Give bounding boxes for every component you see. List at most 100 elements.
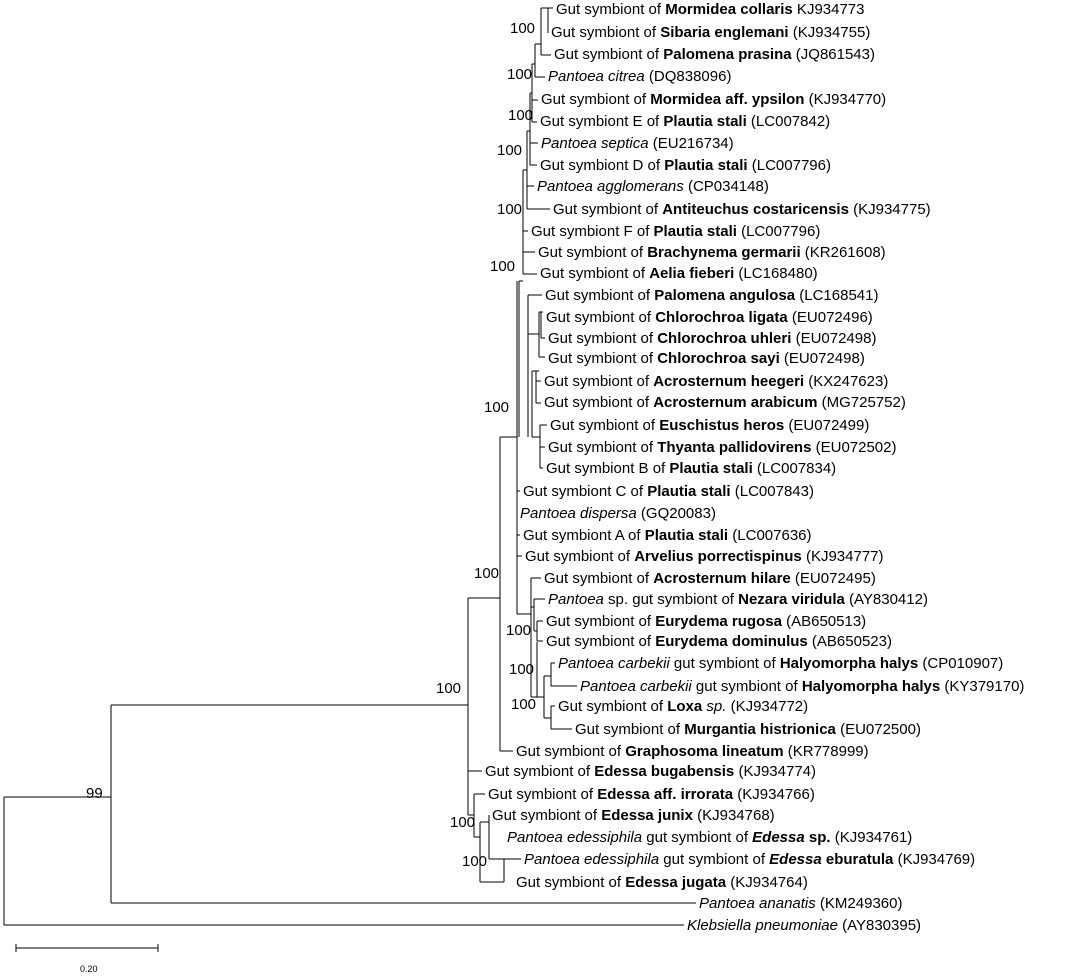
taxon-label-part: (LC168480) [734,265,817,282]
taxon-label-part: (EU072499) [784,417,869,434]
taxon-label-part: Antiteuchus costaricensis [662,201,849,218]
taxon-label-part: Gut symbiont C of [523,483,647,500]
scale-bar: 0.20 [15,944,159,974]
taxon-label-part: (KX247623) [804,373,888,390]
taxon-label-part: Gut symbiont of [541,91,650,108]
taxon-label-part: (KJ934766) [733,786,815,803]
scale-bar-label: 0.20 [80,964,98,974]
taxon-label-part: Gut symbiont of [544,570,653,587]
taxon-label-part: Palomena prasina [663,46,792,63]
taxon-label-part: (LC007796) [748,157,831,174]
taxon-label: Gut symbiont of Arvelius porrectispinus … [525,548,884,565]
taxon-label-part: Pantoea septica [541,135,649,152]
taxon-label-part: Aelia fieberi [649,265,734,282]
taxon-label: Gut symbiont of Murgantia histrionica (E… [575,721,921,738]
taxon-label-part: Eurydema rugosa [655,613,782,630]
taxon-label-part: (KJ934769) [893,851,975,868]
taxon-label-part: Pantoea carbekii [558,655,670,672]
bootstrap-values: 1001001001001001001001001001001001001001… [86,20,536,870]
taxon-label: Pantoea ananatis (KM249360) [699,895,902,912]
taxon-label: Gut symbiont of Edessa aff. irrorata (KJ… [488,786,815,803]
taxon-label-part: (LC007636) [728,527,811,544]
taxon-label-part: Pantoea edessiphila [507,829,642,846]
taxon-label-part: sp. [805,829,831,846]
taxon-label-part: Pantoea carbekii [580,678,692,695]
taxon-label-part: Arvelius porrectispinus [634,548,802,565]
taxon-label-part: Gut symbiont D of [540,157,664,174]
taxon-label: Gut symbiont of Thyanta pallidovirens (E… [548,439,897,456]
bootstrap-value: 100 [508,107,533,124]
taxon-label-part: (EU072500) [836,721,921,738]
taxon-label-part: Pantoea edessiphila [524,851,659,868]
taxon-label-part: eburatula [822,851,894,868]
bootstrap-value: 100 [497,201,522,218]
taxon-label-part: Plautia stali [645,527,728,544]
taxon-label-part: Gut symbiont of [540,265,649,282]
taxon-label-part: Nezara viridula [738,591,845,608]
taxon-label-part: Chlorochroa ligata [655,309,788,326]
taxon-label: Gut symbiont of Acrosternum heegeri (KX2… [544,373,888,390]
taxon-label: Gut symbiont of Mormidea aff. ypsilon (K… [541,91,886,108]
taxon-label-part: Pantoea citrea [548,68,645,85]
taxon-label-part: (AB650523) [808,633,892,650]
bootstrap-value: 100 [490,258,515,275]
taxon-label: Gut symbiont E of Plautia stali (LC00784… [540,113,830,130]
taxon-label-part: Gut symbiont of [525,548,634,565]
taxon-label-part: (AB650513) [782,613,866,630]
taxon-label-part: Pantoea ananatis [699,895,816,912]
taxon-label-part: (KJ934774) [734,763,816,780]
taxon-label-part: (LC168541) [795,287,878,304]
taxon-label-part: Acrosternum arabicum [653,394,817,411]
taxon-label-part: Gut symbiont E of [540,113,663,130]
taxon-label-part: Gut symbiont of [556,1,665,18]
taxon-label-part: (EU216734) [649,135,734,152]
taxon-label-part: Plautia stali [669,460,752,477]
taxon-label-part: (LC007834) [753,460,836,477]
taxon-label-part: Edessa [769,851,822,868]
taxon-label-part: Gut symbiont of [575,721,684,738]
taxon-label: Gut symbiont of Eurydema dominulus (AB65… [546,633,892,650]
bootstrap-value: 100 [462,853,487,870]
taxon-label: Gut symbiont of Mormidea collaris KJ9347… [556,1,865,18]
taxon-label-part: Brachynema germarii [647,244,800,261]
taxon-label: Pantoea edessiphila gut symbiont of Edes… [507,829,912,846]
taxon-label: Pantoea agglomerans (CP034148) [537,178,769,195]
taxon-label-part: Edessa [752,829,805,846]
taxon-label-part: (EU072495) [791,570,876,587]
bootstrap-value: 100 [509,661,534,678]
taxon-label: Pantoea septica (EU216734) [541,135,734,152]
taxon-label-part: Gut symbiont of [545,287,654,304]
taxon-label: Gut symbiont D of Plautia stali (LC00779… [540,157,831,174]
taxon-label-part: Gut symbiont of [550,417,659,434]
taxon-label: Gut symbiont of Graphosoma lineatum (KR7… [516,743,869,760]
bootstrap-value: 100 [510,20,535,37]
bootstrap-value: 100 [450,814,475,831]
taxon-label-part: (KJ934777) [802,548,884,565]
bootstrap-value: 100 [506,622,531,639]
taxon-labels: Gut symbiont of Mormidea collaris KJ9347… [485,1,1024,934]
taxon-label-part: Acrosternum heegeri [653,373,804,390]
taxon-label-part: (KJ934772) [726,698,808,715]
taxon-label-part: Mormidea collaris [665,1,793,18]
taxon-label-part: Klebsiella pneumoniae [687,917,838,934]
bootstrap-value: 100 [511,696,536,713]
taxon-label: Gut symbiont A of Plautia stali (LC00763… [523,527,812,544]
taxon-label: Gut symbiont F of Plautia stali (LC00779… [531,223,820,240]
taxon-label: Gut symbiont of Edessa jugata (KJ934764) [516,874,808,891]
taxon-label-part: (KJ934775) [849,201,931,218]
taxon-label-part: (LC007843) [731,483,814,500]
taxon-label-part: Gut symbiont B of [546,460,669,477]
taxon-label-part: Thyanta pallidovirens [657,439,811,456]
taxon-label: Gut symbiont of Acrosternum hilare (EU07… [544,570,876,587]
taxon-label-part: Halyomorpha halys [802,678,940,695]
taxon-label-part: Chlorochroa uhleri [657,330,791,347]
taxon-label-part: Gut symbiont A of [523,527,645,544]
taxon-label-part: Pantoea agglomerans [537,178,684,195]
taxon-label: Gut symbiont of Brachynema germarii (KR2… [538,244,886,261]
taxon-label-part: sp. gut symbiont of [604,591,738,608]
taxon-label-part: Gut symbiont of [488,786,597,803]
taxon-label-part: Gut symbiont of [548,350,657,367]
taxon-label-part: Gut symbiont of [538,244,647,261]
taxon-label-part: Halyomorpha halys [780,655,918,672]
